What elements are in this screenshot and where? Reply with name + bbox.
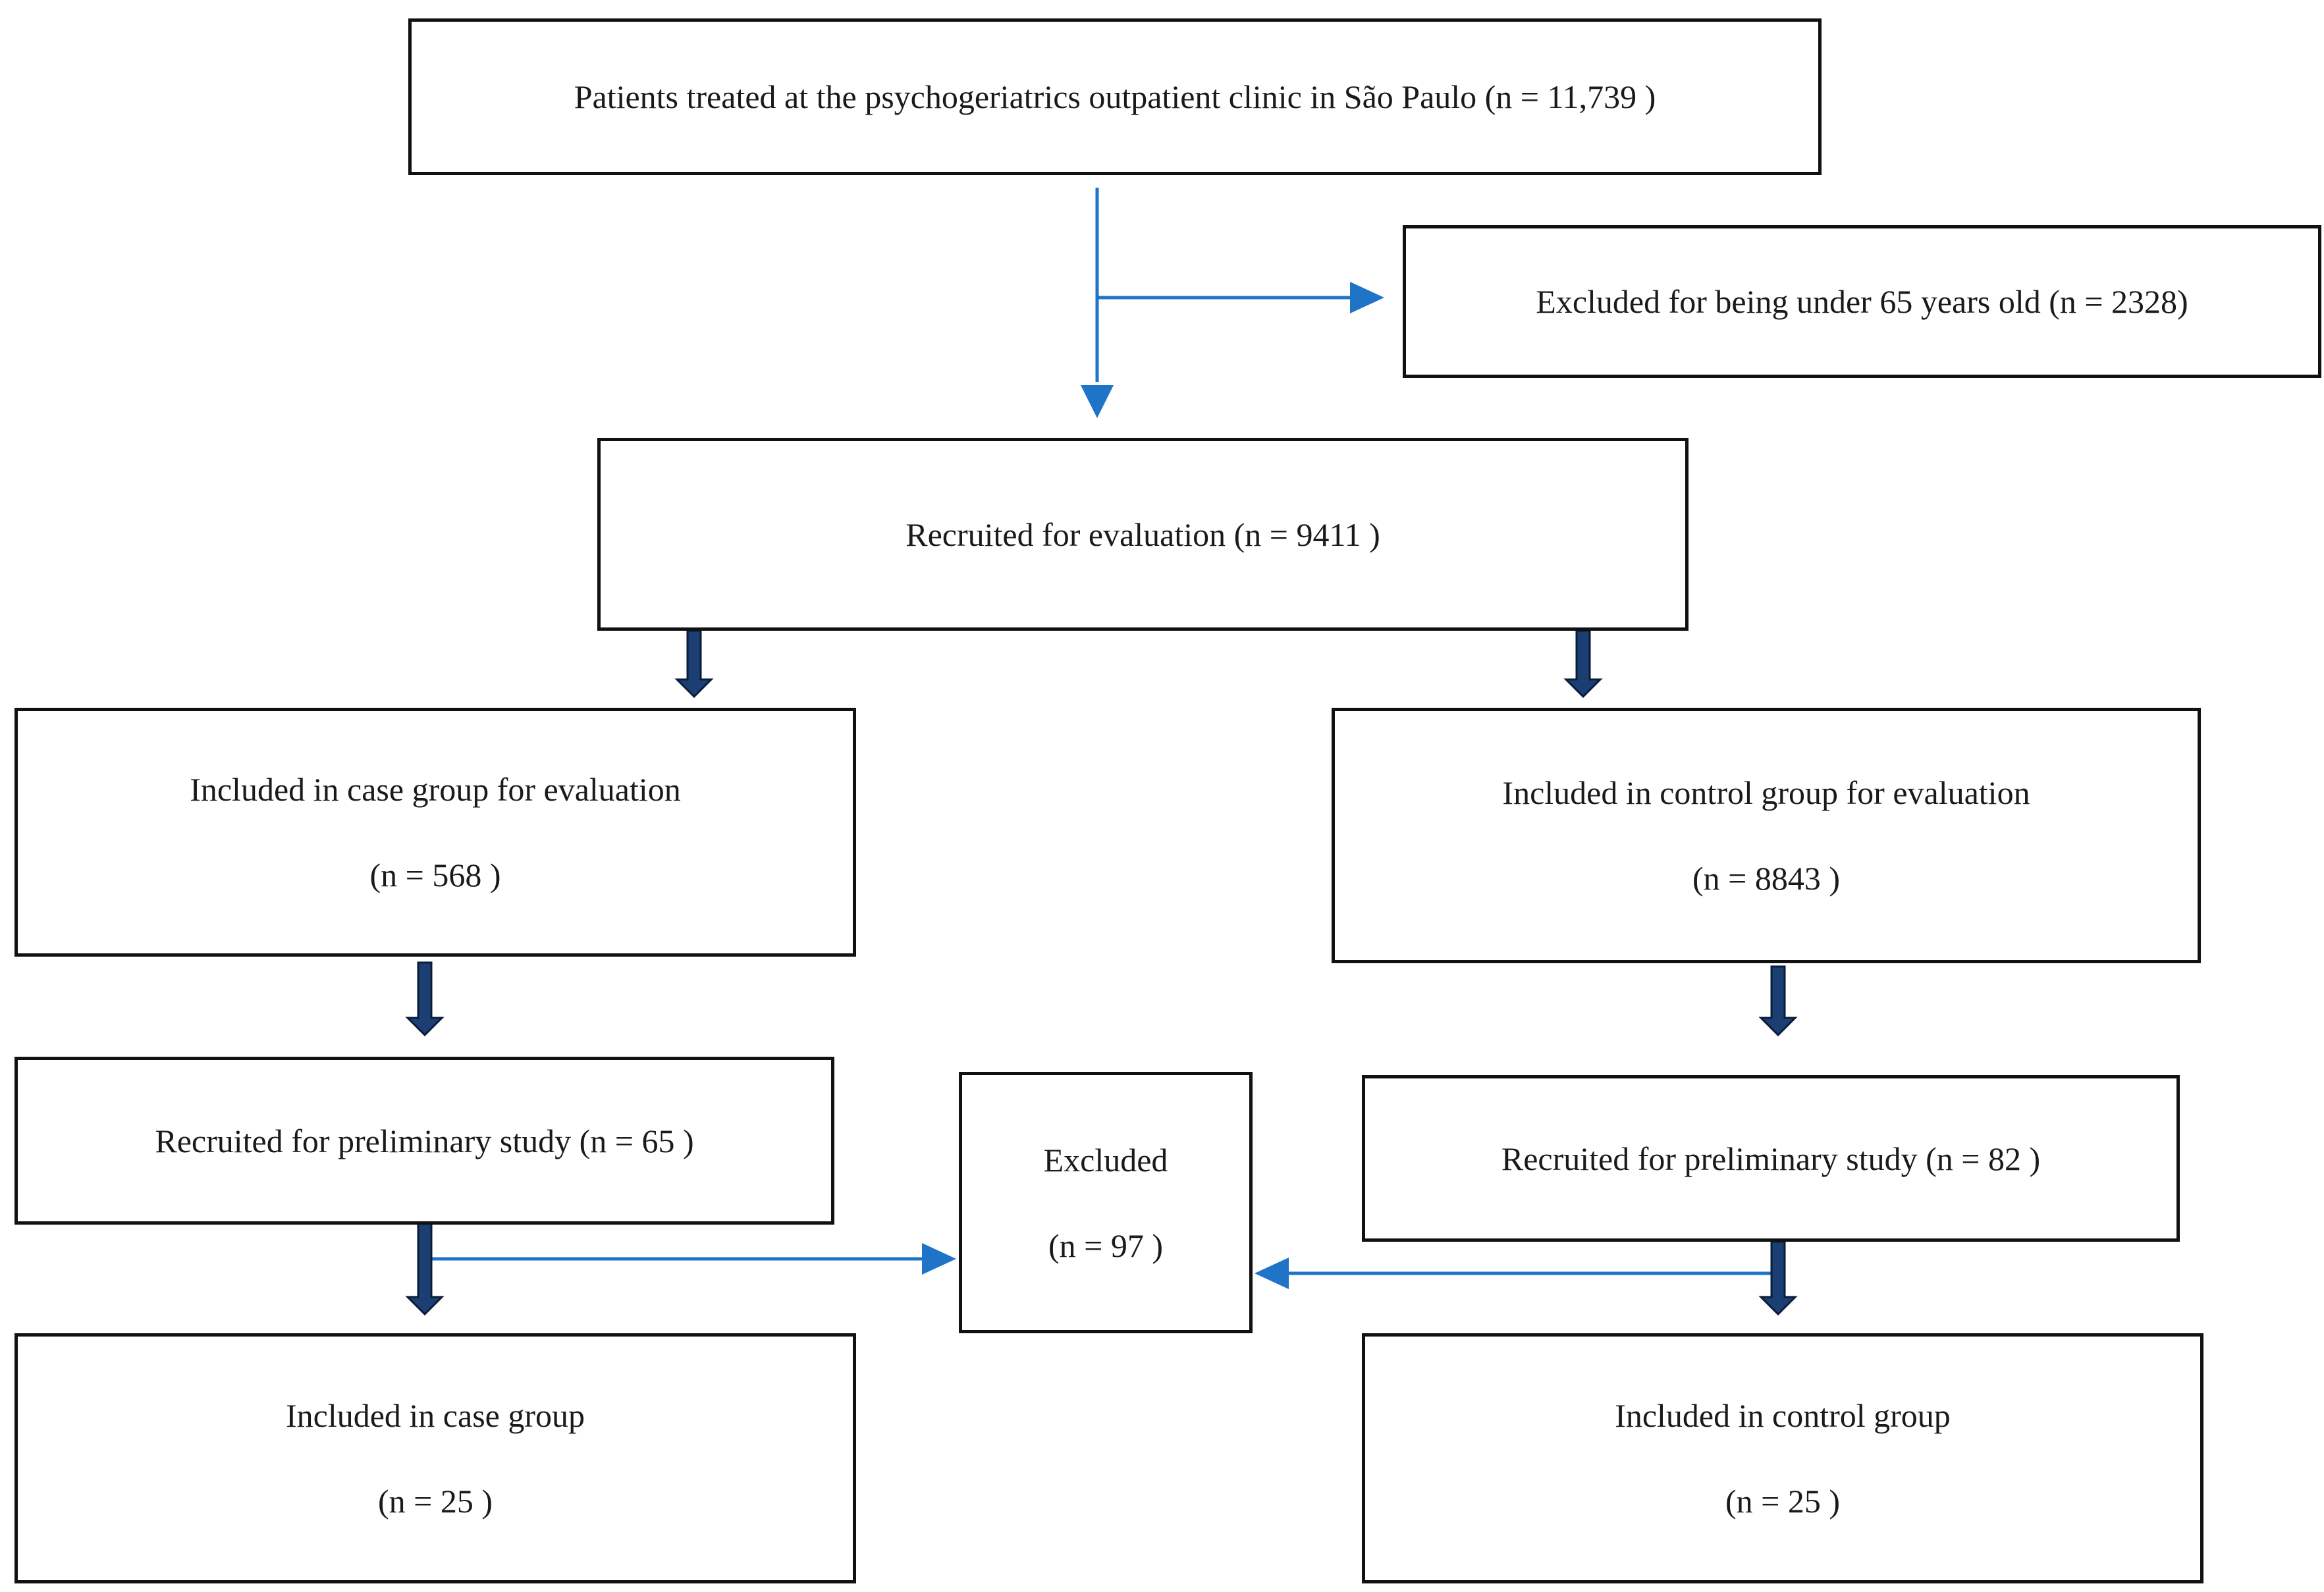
- block-arrow-control-prelim-to-final: [1758, 1240, 1798, 1316]
- arrowhead-case-to-excluded: [922, 1243, 956, 1275]
- control-evaluation-count: (n = 8843 ): [1692, 860, 1840, 897]
- case-evaluation-label: Included in case group for evaluation: [190, 771, 681, 808]
- recruited-evaluation-box: Recruited for evaluation (n = 9411 ): [597, 438, 1689, 631]
- control-final-box: Included in control group (n = 25 ): [1362, 1333, 2203, 1583]
- excluded-under-65-text: Excluded for being under 65 years old (n…: [1536, 283, 2188, 320]
- control-final-count: (n = 25 ): [1725, 1483, 1840, 1520]
- excluded-count: (n = 97 ): [1048, 1227, 1163, 1264]
- arrowhead-to-excluded-age: [1350, 282, 1384, 313]
- excluded-under-65-box: Excluded for being under 65 years old (n…: [1403, 225, 2321, 378]
- arrowhead-control-to-excluded: [1255, 1258, 1289, 1289]
- block-arrow-case-eval-to-prelim: [405, 961, 445, 1037]
- source-population-box: Patients treated at the psychogeriatrics…: [408, 18, 1822, 175]
- control-evaluation-box: Included in control group for evaluation…: [1332, 708, 2201, 963]
- case-final-label: Included in case group: [285, 1397, 585, 1434]
- control-final-label: Included in control group: [1615, 1397, 1951, 1434]
- case-final-count: (n = 25 ): [378, 1483, 493, 1520]
- control-evaluation-label: Included in control group for evaluation: [1502, 774, 2030, 811]
- arrowhead-to-recruited: [1081, 385, 1114, 418]
- block-arrow-recruited-to-case: [674, 629, 714, 699]
- case-preliminary-box: Recruited for preliminary study (n = 65 …: [14, 1057, 834, 1225]
- control-preliminary-text: Recruited for preliminary study (n = 82 …: [1501, 1140, 2041, 1177]
- case-evaluation-box: Included in case group for evaluation (n…: [14, 708, 856, 957]
- excluded-label: Excluded: [1043, 1141, 1168, 1179]
- control-preliminary-box: Recruited for preliminary study (n = 82 …: [1362, 1075, 2180, 1242]
- case-evaluation-count: (n = 568 ): [369, 857, 501, 893]
- recruited-evaluation-text: Recruited for evaluation (n = 9411 ): [905, 516, 1380, 553]
- block-arrow-case-prelim-to-final: [405, 1222, 445, 1316]
- source-population-text: Patients treated at the psychogeriatrics…: [574, 78, 1656, 115]
- case-preliminary-text: Recruited for preliminary study (n = 65 …: [155, 1122, 694, 1159]
- excluded-box: Excluded (n = 97 ): [959, 1072, 1253, 1333]
- block-arrow-control-eval-to-prelim: [1758, 965, 1798, 1037]
- case-final-box: Included in case group (n = 25 ): [14, 1333, 856, 1583]
- block-arrow-recruited-to-control: [1563, 629, 1603, 699]
